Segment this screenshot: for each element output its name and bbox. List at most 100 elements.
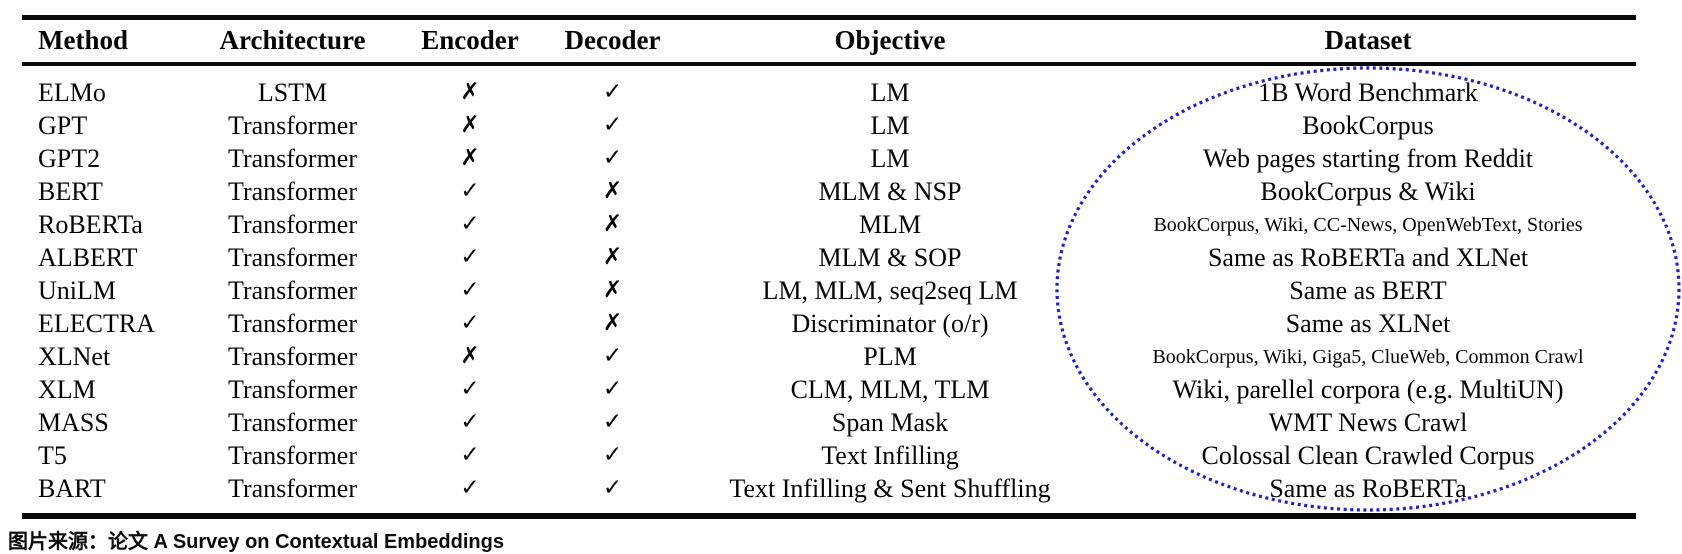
- decoder-mark: ✓: [602, 145, 623, 171]
- method-cell: UniLM: [38, 275, 116, 305]
- objective-cell: Text Infilling & Sent Shuffling: [729, 473, 1051, 503]
- method-cell: MASS: [38, 407, 109, 437]
- table-bottom-rule: [22, 513, 1636, 519]
- column-header-method: Method: [38, 25, 128, 55]
- architecture-cell: Transformer: [227, 242, 358, 272]
- dataset-cell: BookCorpus, Wiki, CC-News, OpenWebText, …: [1153, 213, 1583, 236]
- decoder-mark: ✓: [602, 343, 623, 369]
- objective-cell: MLM: [858, 209, 922, 239]
- objective-cell: LM, MLM, seq2seq LM: [762, 275, 1018, 305]
- dataset-cell: WMT News Crawl: [1268, 407, 1468, 437]
- dataset-cell: Same as RoBERTa and XLNet: [1207, 242, 1529, 272]
- objective-cell: LM: [870, 110, 910, 140]
- method-cell: ELECTRA: [38, 308, 155, 338]
- dataset-cell: Colossal Clean Crawled Corpus: [1201, 440, 1535, 470]
- table-row: BART Transformer ✓ ✓ Text Infilling & Se…: [22, 472, 1636, 505]
- architecture-cell: LSTM: [257, 77, 328, 107]
- architecture-cell: Transformer: [227, 407, 358, 437]
- table-header-row: Method Architecture Encoder Decoder Obje…: [22, 23, 1636, 58]
- encoder-mark: ✓: [460, 178, 480, 204]
- encoder-mark: ✓: [460, 277, 480, 303]
- objective-cell: PLM: [863, 341, 917, 371]
- column-header-objective: Objective: [834, 25, 946, 55]
- decoder-mark: ✗: [602, 310, 623, 336]
- decoder-mark: ✓: [602, 475, 623, 501]
- method-cell: GPT: [38, 110, 88, 140]
- column-header-architecture: Architecture: [219, 25, 366, 55]
- dataset-cell: Same as RoBERTa: [1269, 473, 1467, 503]
- objective-cell: Text Infilling: [821, 440, 959, 470]
- decoder-mark: ✓: [602, 442, 623, 468]
- architecture-cell: Transformer: [227, 341, 358, 371]
- objective-cell: Discriminator (o/r): [791, 308, 989, 338]
- encoder-mark: ✗: [460, 79, 480, 105]
- architecture-cell: Transformer: [227, 473, 358, 503]
- encoder-mark: ✓: [460, 409, 480, 435]
- architecture-cell: Transformer: [227, 374, 358, 404]
- method-cell: XLNet: [38, 341, 111, 371]
- encoder-mark: ✓: [460, 211, 480, 237]
- image-source-caption: 图片来源：论文 A Survey on Contextual Embedding…: [8, 531, 504, 553]
- method-cell: RoBERTa: [38, 209, 143, 239]
- encoder-mark: ✓: [460, 376, 480, 402]
- dataset-cell: BookCorpus & Wiki: [1260, 176, 1476, 206]
- decoder-mark: ✓: [602, 79, 623, 105]
- table-row: BERT Transformer ✓ ✗ MLM & NSP BookCorpu…: [22, 175, 1636, 208]
- architecture-cell: Transformer: [227, 176, 358, 206]
- architecture-cell: Transformer: [227, 110, 358, 140]
- encoder-mark: ✗: [460, 145, 480, 171]
- encoder-mark: ✓: [460, 310, 480, 336]
- dataset-cell: Same as XLNet: [1285, 308, 1451, 338]
- decoder-mark: ✓: [602, 376, 623, 402]
- table-row: T5 Transformer ✓ ✓ Text Infilling Coloss…: [22, 439, 1636, 472]
- method-cell: GPT2: [38, 143, 101, 173]
- encoder-mark: ✓: [460, 475, 480, 501]
- architecture-cell: Transformer: [227, 308, 358, 338]
- column-header-encoder: Encoder: [421, 25, 519, 55]
- objective-cell: Span Mask: [831, 407, 949, 437]
- decoder-mark: ✓: [602, 409, 623, 435]
- method-cell: XLM: [38, 374, 96, 404]
- table-header-separator-rule: [22, 62, 1636, 66]
- method-cell: T5: [38, 440, 67, 470]
- dataset-cell: Wiki, parellel corpora (e.g. MultiUN): [1172, 374, 1564, 404]
- objective-cell: MLM & SOP: [818, 242, 962, 272]
- encoder-mark: ✓: [460, 244, 480, 270]
- decoder-mark: ✗: [602, 178, 623, 204]
- encoder-mark: ✗: [460, 343, 480, 369]
- table-row: GPT2 Transformer ✗ ✓ LM Web pages starti…: [22, 142, 1636, 175]
- objective-cell: MLM & NSP: [818, 176, 962, 206]
- dataset-cell: BookCorpus: [1302, 110, 1434, 140]
- objective-cell: CLM, MLM, TLM: [790, 374, 990, 404]
- table-row: GPT Transformer ✗ ✓ LM BookCorpus: [22, 109, 1636, 142]
- dataset-cell: BookCorpus, Wiki, Giga5, ClueWeb, Common…: [1152, 345, 1584, 368]
- objective-cell: LM: [870, 77, 910, 107]
- encoder-mark: ✓: [460, 442, 480, 468]
- encoder-mark: ✗: [460, 112, 480, 138]
- table-row: ELMo LSTM ✗ ✓ LM 1B Word Benchmark: [22, 76, 1636, 109]
- table-top-rule: [22, 15, 1636, 20]
- architecture-cell: Transformer: [227, 275, 358, 305]
- table-row: RoBERTa Transformer ✓ ✗ MLM BookCorpus, …: [22, 208, 1636, 241]
- column-header-dataset: Dataset: [1324, 25, 1412, 55]
- objective-cell: LM: [870, 143, 910, 173]
- decoder-mark: ✗: [602, 211, 623, 237]
- architecture-cell: Transformer: [227, 143, 358, 173]
- method-cell: ALBERT: [38, 242, 138, 272]
- architecture-cell: Transformer: [227, 440, 358, 470]
- method-cell: ELMo: [38, 77, 106, 107]
- architecture-cell: Transformer: [227, 209, 358, 239]
- table-row: MASS Transformer ✓ ✓ Span Mask WMT News …: [22, 406, 1636, 439]
- table-body: ELMo LSTM ✗ ✓ LM 1B Word Benchmark GPT T…: [22, 76, 1636, 505]
- table-row: XLM Transformer ✓ ✓ CLM, MLM, TLM Wiki, …: [22, 373, 1636, 406]
- table-row: ALBERT Transformer ✓ ✗ MLM & SOP Same as…: [22, 241, 1636, 274]
- decoder-mark: ✗: [602, 277, 623, 303]
- method-cell: BART: [38, 473, 106, 503]
- method-cell: BERT: [38, 176, 103, 206]
- dataset-cell: 1B Word Benchmark: [1258, 77, 1478, 107]
- decoder-mark: ✓: [602, 112, 623, 138]
- table-row: XLNet Transformer ✗ ✓ PLM BookCorpus, Wi…: [22, 340, 1636, 373]
- dataset-cell: Same as BERT: [1289, 275, 1447, 305]
- table-row: UniLM Transformer ✓ ✗ LM, MLM, seq2seq L…: [22, 274, 1636, 307]
